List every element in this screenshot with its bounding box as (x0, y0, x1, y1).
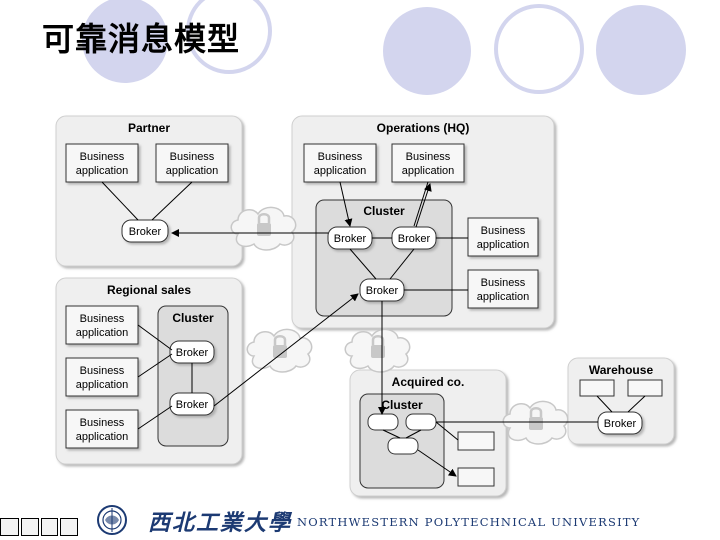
slide-navigation[interactable] (0, 518, 78, 538)
nav-last-button[interactable] (60, 518, 78, 536)
svg-text:Business: Business (481, 225, 526, 237)
svg-text:Broker: Broker (176, 347, 209, 359)
connections (101, 181, 646, 477)
regional-label: Regional sales (107, 283, 191, 297)
decor-circle-1 (82, 0, 168, 83)
app-acquired-1 (457, 431, 495, 451)
app-regional-3: Business application (65, 409, 139, 449)
svg-text:application: application (314, 165, 367, 177)
svg-text:Business: Business (80, 365, 125, 377)
svg-text:application: application (76, 379, 129, 391)
svg-text:Business: Business (80, 151, 125, 163)
broker-ops-3: Broker (359, 278, 405, 302)
svg-text:application: application (402, 165, 455, 177)
broker-ops-2: Broker (391, 226, 437, 250)
svg-text:application: application (76, 431, 129, 443)
university-name-cn: 西北工業大學 (148, 510, 293, 536)
ops-cluster-label: Cluster (363, 204, 405, 218)
app-ops-4: Business application (467, 269, 539, 309)
acquired-label: Acquired co. (392, 375, 465, 389)
svg-text:Broker: Broker (604, 418, 637, 430)
svg-text:Business: Business (170, 151, 215, 163)
decor-ring-1 (186, 0, 272, 74)
app-acquired-2 (457, 467, 495, 487)
broker-regional-1: Broker (169, 340, 215, 364)
svg-text:application: application (477, 239, 530, 251)
broker-regional-2: Broker (169, 392, 215, 416)
svg-text:Broker: Broker (129, 226, 162, 238)
secure-cloud-warehouse (501, 400, 569, 446)
svg-text:application: application (477, 291, 530, 303)
svg-text:Broker: Broker (398, 233, 431, 245)
svg-text:Business: Business (318, 151, 363, 163)
acquired-cluster-label: Cluster (381, 398, 423, 412)
svg-text:Business: Business (406, 151, 451, 163)
broker-acquired-1 (367, 413, 399, 431)
regional-cluster: Cluster (157, 305, 229, 447)
university-logo-icon (97, 505, 127, 535)
app-partner-1: Business application (65, 143, 139, 183)
broker-acquired-3 (387, 437, 419, 455)
app-ops-1: Business application (303, 143, 377, 183)
app-ops-3: Business application (467, 217, 539, 257)
secure-cloud-acquired (343, 328, 411, 374)
decor-circle-3 (596, 5, 686, 95)
nav-next-button[interactable] (40, 518, 59, 536)
decor-ring-2 (494, 4, 584, 94)
nav-first-button[interactable] (0, 518, 20, 536)
svg-text:Business: Business (481, 277, 526, 289)
decor-circle-2 (383, 7, 471, 95)
broker-ops-1: Broker (327, 226, 373, 250)
svg-text:Business: Business (80, 313, 125, 325)
svg-text:application: application (76, 165, 129, 177)
broker-partner: Broker (121, 219, 169, 243)
partner-label: Partner (128, 121, 170, 135)
warehouse-label: Warehouse (589, 363, 654, 377)
app-partner-2: Business application (155, 143, 229, 183)
app-regional-1: Business application (65, 305, 139, 345)
slide-title: 可靠消息模型 (42, 20, 241, 58)
broker-warehouse: Broker (597, 411, 643, 435)
partner-group: Partner (55, 115, 243, 267)
nav-prev-button[interactable] (21, 518, 39, 536)
secure-cloud-partner (229, 206, 297, 252)
svg-text:application: application (166, 165, 219, 177)
svg-text:Broker: Broker (366, 285, 399, 297)
svg-text:Broker: Broker (176, 399, 209, 411)
app-ops-2: Business application (391, 143, 465, 183)
app-regional-2: Business application (65, 357, 139, 397)
regional-cluster-label: Cluster (172, 311, 214, 325)
svg-text:application: application (76, 327, 129, 339)
svg-text:Business: Business (80, 417, 125, 429)
university-name-en: NORTHWESTERN POLYTECHNICAL UNIVERSITY (297, 515, 641, 529)
app-warehouse-1 (579, 379, 615, 397)
secure-cloud-regional (245, 328, 313, 374)
svg-text:Broker: Broker (334, 233, 367, 245)
app-warehouse-2 (627, 379, 663, 397)
broker-acquired-2 (405, 413, 437, 431)
operations-label: Operations (HQ) (377, 121, 470, 135)
